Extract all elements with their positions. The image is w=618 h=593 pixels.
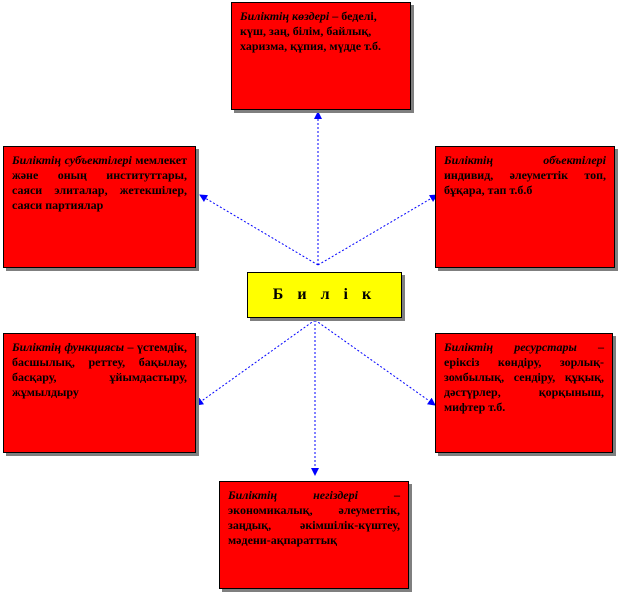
- power-subjects-text: мемлекет және оның институттары, саяси э…: [12, 153, 187, 212]
- power-resources-title: Биліктің ресурстары: [444, 340, 577, 354]
- power-objects-text: индивид, әлеуметтік топ, бұқара, тап т.б…: [444, 168, 606, 197]
- arrow-to-bottom-left: [195, 319, 316, 406]
- power-sources-title: Биліктің көздері: [240, 9, 330, 23]
- power-center-label: Б и л і к: [272, 286, 377, 303]
- power-resources-text: – еріксіз көндіру, зорлық-зомбылық, сенд…: [444, 340, 605, 414]
- power-sources-text: – беделі, күш, заң, білім, байлық, хариз…: [240, 9, 382, 53]
- power-sources-box: Биліктің көздері – беделі, күш, заң, біл…: [231, 2, 411, 110]
- power-subjects-title: Биліктің субъектілері: [12, 153, 132, 167]
- power-functions-title: Биліктің функциясы: [12, 340, 125, 354]
- power-objects-title: Биліктің объектілері: [444, 153, 606, 167]
- power-foundations-title: Биліктің негіздері: [228, 488, 358, 502]
- power-foundations-text: – экономикалық, әлеуметтік, заңдық, әкім…: [228, 488, 400, 547]
- power-functions-text: – үстемдік, басшылық, реттеу, бақылау, б…: [12, 340, 188, 399]
- power-resources-box: Биліктің ресурстары – еріксіз көндіру, з…: [435, 333, 613, 453]
- power-functions-box: Биліктің функциясы – үстемдік, басшылық,…: [3, 333, 196, 453]
- power-foundations-box: Биліктің негіздері – экономикалық, әлеум…: [219, 481, 409, 589]
- power-center-box: Б и л і к: [247, 272, 402, 318]
- power-subjects-box: Биліктің субъектілері мемлекет және оның…: [3, 146, 196, 268]
- arrow-to-right: [317, 194, 438, 266]
- power-objects-box: Биліктің объектілері индивид, әлеуметтік…: [435, 146, 615, 268]
- arrow-to-bottom-right: [314, 319, 436, 406]
- arrow-to-left: [199, 194, 319, 266]
